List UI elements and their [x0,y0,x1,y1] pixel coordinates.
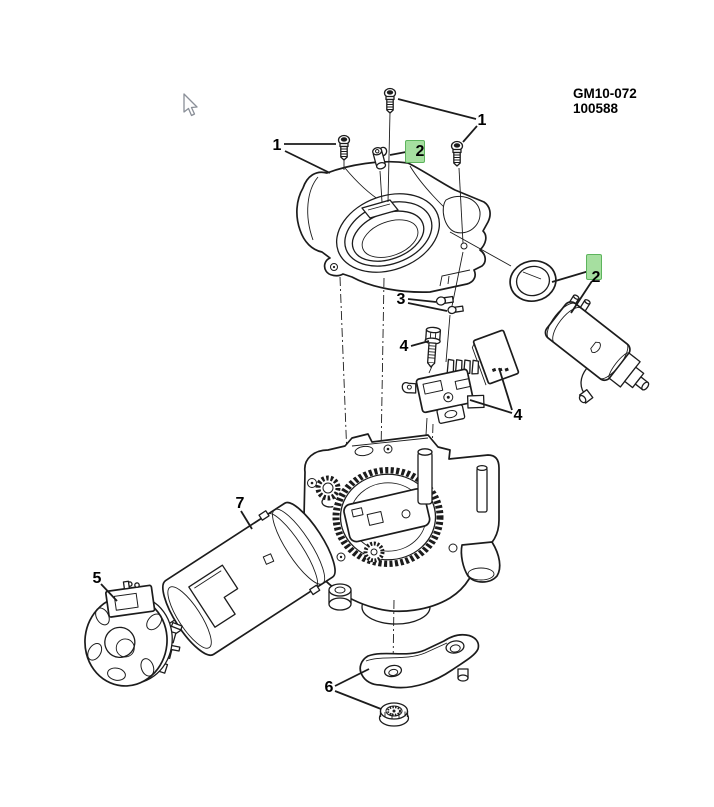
retainer-clip [372,146,388,170]
leader-lines [100,98,593,710]
alignment-lines [339,111,542,458]
highlight-marker-2-top [405,140,425,163]
callout-2-right[interactable]: 2 [591,269,601,286]
crank-arm [359,633,480,689]
mouse-pointer-icon [183,93,198,117]
callout-4-upper[interactable]: 4 [399,338,409,355]
capacitor-assembly [544,294,650,404]
terminal-nuts [435,295,464,315]
document-code: GM10-072 [573,86,637,101]
callout-2-top[interactable]: 2 [415,143,425,160]
cover-plate [471,329,520,386]
callout-5[interactable]: 5 [92,570,102,587]
seal-ring [509,260,557,302]
callout-4-lower[interactable]: 4 [513,407,523,424]
circuit-breaker-bracket [401,358,485,424]
callout-1-right[interactable]: 1 [477,112,487,129]
document-reference: GM10-072 100588 [573,86,637,116]
motor-end-cap [84,580,183,687]
callout-1-left[interactable]: 1 [272,137,282,154]
lock-nut [378,702,410,727]
document-number: 100588 [573,101,619,116]
callout-6[interactable]: 6 [324,679,334,696]
hex-bolt [424,326,442,368]
highlight-marker-2-right [586,254,602,280]
gear-cover [296,160,491,293]
callout-7[interactable]: 7 [235,495,245,512]
callout-3[interactable]: 3 [396,291,406,308]
